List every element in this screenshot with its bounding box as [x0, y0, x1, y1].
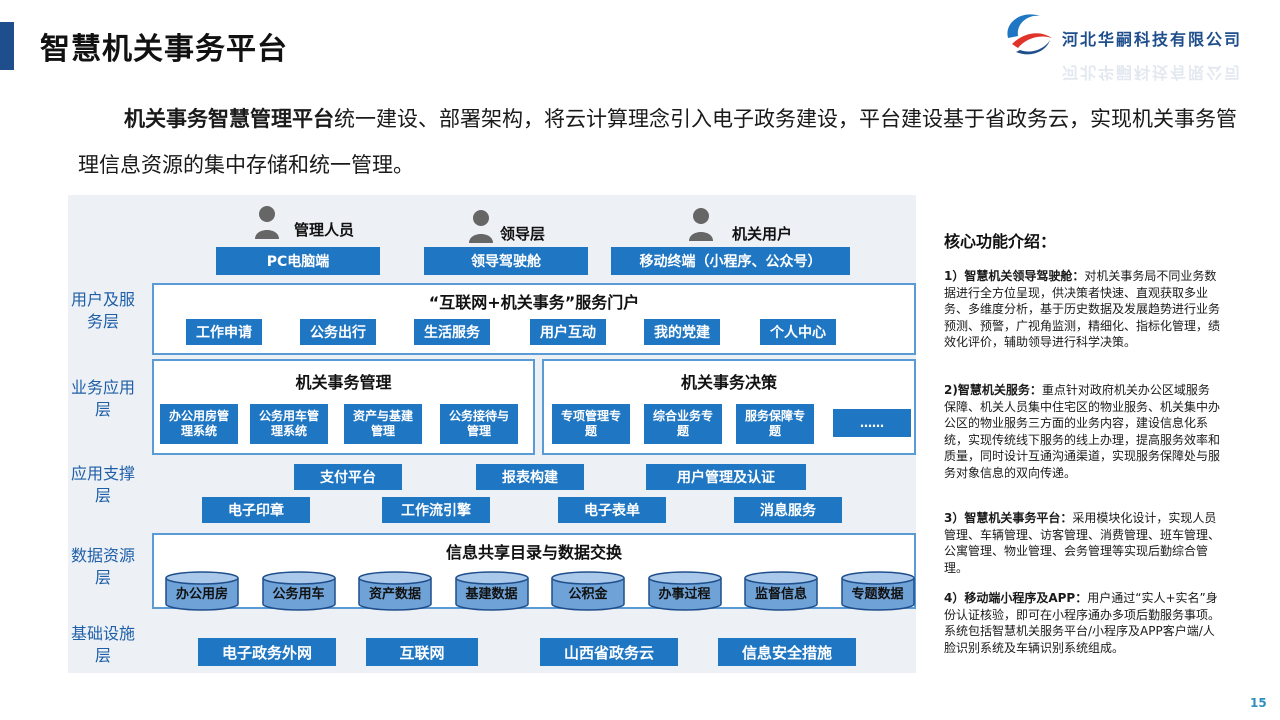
intro-text: 统一建设、部署架构，将云计算理念引入电子政务建设，平台建设基于省政务云，实现机关…: [78, 107, 1237, 177]
feature-item-4: 4）移动端小程序及APP：用户通过“实人+实名”身份认证核验，即可在小程序通办多…: [944, 591, 1221, 655]
terminal-pc: PC电脑端: [216, 247, 380, 275]
layer-label-infra: 基础设施层: [70, 624, 135, 665]
company-name-reflection: 河北华嗣科技有限公司: [1062, 63, 1243, 82]
management-item: 资产与基建管理: [344, 404, 422, 444]
data-cylinder-label: 公积金: [568, 587, 608, 602]
data-cylinder-label: 资产数据: [368, 587, 421, 602]
infra-item: 电子政务外网: [198, 638, 336, 666]
data-cylinder-label: 专题数据: [851, 587, 904, 602]
company-logo-icon: [1000, 8, 1056, 60]
terminal-cockpit: 领导驾驶舱: [424, 247, 588, 275]
data-cylinder-label: 基建数据: [465, 587, 518, 602]
support-item: 用户管理及认证: [646, 464, 806, 490]
architecture-diagram: 用户及服务层 业务应用层 应用支撑层 数据资源层 基础设施层 管理人员 领导层 …: [68, 195, 916, 673]
decision-item-more: ……: [833, 409, 911, 437]
management-item: 办公用房管理系统: [160, 404, 238, 444]
portal-item: 用户互动: [530, 319, 606, 345]
management-item: 公务接待与管理: [440, 404, 518, 444]
management-item: 公务用车管理系统: [250, 404, 328, 444]
data-cylinder: 办公用房: [164, 571, 240, 611]
user-icon: [255, 206, 279, 239]
data-cylinder: 专题数据: [840, 571, 916, 611]
support-item: 电子表单: [558, 497, 666, 523]
data-cylinder: 资产数据: [357, 571, 433, 611]
portal-item: 公务出行: [300, 319, 376, 345]
support-item: 支付平台: [294, 464, 402, 490]
feature-item-3: 3）智慧机关事务平台：采用模块化设计，实现人员管理、车辆管理、访客管理、消费管理…: [944, 511, 1221, 575]
user-icon: [469, 210, 493, 243]
data-cylinder-label: 办公用房: [175, 587, 228, 602]
infra-item: 互联网: [366, 638, 478, 666]
user-leader: 领导层: [500, 225, 546, 243]
user-icon: [689, 208, 713, 241]
data-cylinder: 公务用车: [261, 571, 337, 611]
layer-label-user: 用户及服务层: [70, 290, 135, 331]
decision-item: 服务保障专题: [736, 404, 814, 444]
support-item: 报表构建: [476, 464, 584, 490]
title-accent-bar: [0, 22, 14, 70]
support-item: 消息服务: [734, 497, 842, 523]
decision-item: 综合业务专题: [644, 404, 722, 444]
support-item: 电子印章: [202, 497, 310, 523]
data-cylinder-label: 监督信息: [754, 587, 807, 602]
portal-item: 生活服务: [414, 319, 490, 345]
feature-item-2: 2)智慧机关服务：重点针对政府机关办公区域服务保障、机关人员集中住宅区的物业服务…: [944, 383, 1221, 480]
management-title: 机关事务管理: [295, 373, 392, 392]
data-cylinder: 办事过程: [647, 571, 723, 611]
decision-title: 机关事务决策: [680, 373, 777, 392]
portal-item: 我的党建: [644, 319, 720, 345]
user-admin: 管理人员: [294, 221, 355, 239]
portal-item: 个人中心: [760, 319, 836, 345]
data-cylinder: 基建数据: [454, 571, 530, 611]
feature-item-1: 1）智慧机关领导驾驶舱：对机关事务局不同业务数据进行全方位呈现，供决策者快速、直…: [944, 269, 1221, 349]
infra-item: 信息安全措施: [718, 638, 856, 666]
user-agency: 机关用户: [732, 225, 793, 243]
portal-item: 工作申请: [186, 319, 262, 345]
company-name: 河北华嗣科技有限公司: [1062, 30, 1243, 49]
data-cylinder: 监督信息: [743, 571, 819, 611]
intro-bold: 机关事务智慧管理平台: [124, 107, 334, 131]
features-title: 核心功能介绍：: [944, 232, 1057, 251]
data-title: 信息共享目录与数据交换: [445, 543, 622, 562]
layer-label-data: 数据资源层: [70, 546, 135, 587]
intro-paragraph: 机关事务智慧管理平台统一建设、部署架构，将云计算理念引入电子政务建设，平台建设基…: [78, 96, 1248, 188]
data-cylinder: 公积金: [550, 571, 626, 611]
layer-label-business: 业务应用层: [70, 378, 135, 419]
terminal-mobile: 移动终端（小程序、公众号）: [611, 247, 850, 275]
infra-item: 山西省政务云: [540, 638, 678, 666]
data-cylinder-label: 公务用车: [272, 587, 325, 602]
layer-label-support: 应用支撑层: [70, 464, 135, 505]
page-title: 智慧机关事务平台: [40, 32, 288, 67]
data-cylinder-label: 办事过程: [658, 587, 711, 602]
portal-title: “互联网+机关事务”服务门户: [428, 293, 640, 312]
support-item: 工作流引擎: [382, 497, 490, 523]
decision-item: 专项管理专题: [552, 404, 630, 444]
page-number: 15: [1250, 696, 1267, 710]
